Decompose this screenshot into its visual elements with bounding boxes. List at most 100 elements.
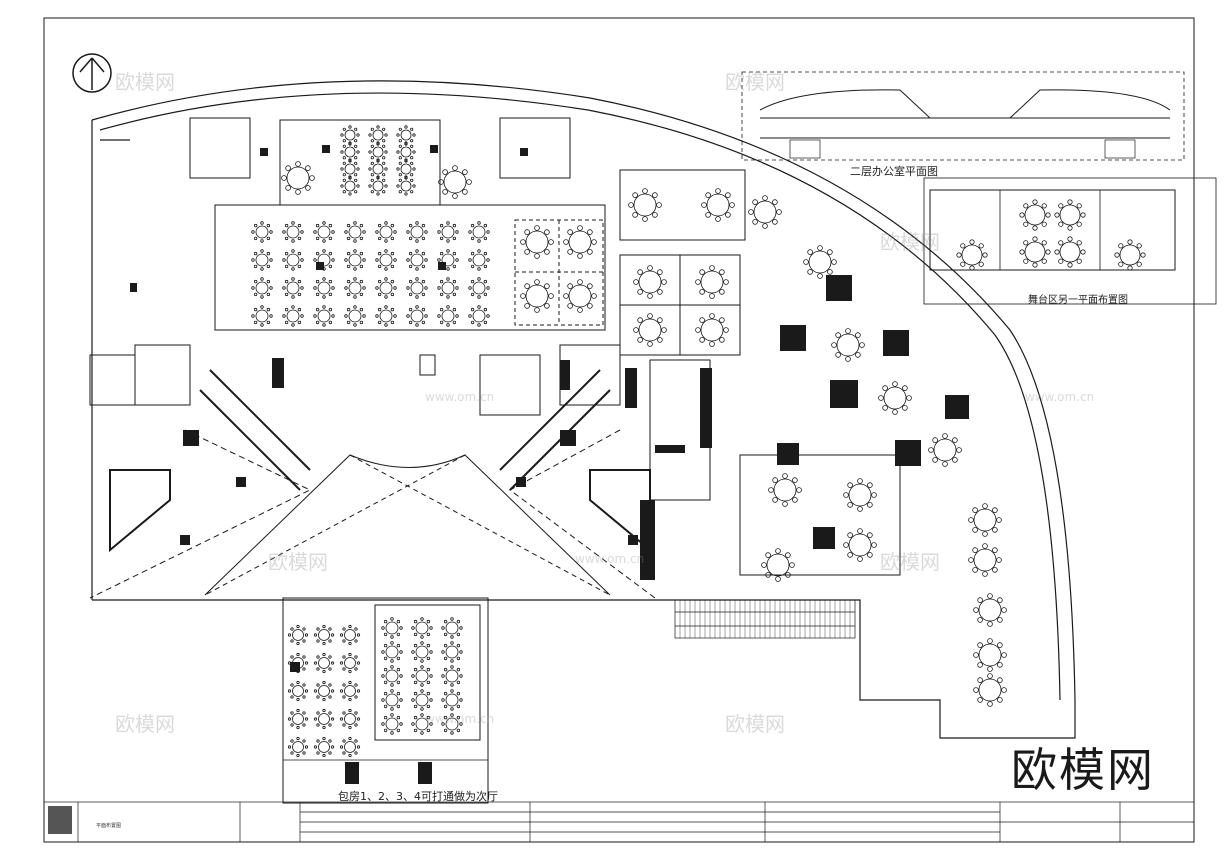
round-table	[520, 225, 554, 259]
inset-office-plan	[741, 71, 1185, 161]
round-table	[843, 528, 877, 562]
round-table	[381, 713, 403, 735]
round-table	[287, 708, 309, 730]
banquet-tables-main	[251, 125, 490, 327]
round-table	[396, 142, 416, 162]
round-table	[251, 249, 273, 271]
structural-column	[628, 535, 638, 545]
round-table	[563, 279, 597, 313]
round-table	[340, 176, 360, 196]
round-table	[968, 543, 1002, 577]
watermark: 欧模网	[268, 550, 328, 574]
round-table	[411, 713, 433, 735]
round-table	[1114, 239, 1146, 271]
round-table	[375, 221, 397, 243]
round-table	[928, 433, 962, 467]
structural-column	[826, 275, 852, 301]
atrium	[89, 429, 656, 599]
caption-private-rooms: 包房1、2、3、4可打通做为次厅	[338, 790, 498, 803]
round-table	[437, 277, 459, 299]
structural-column	[560, 430, 576, 446]
round-table	[406, 305, 428, 327]
round-table	[344, 277, 366, 299]
round-table	[340, 159, 360, 179]
round-table	[339, 736, 361, 758]
round-table	[441, 689, 463, 711]
round-table	[1054, 199, 1086, 231]
round-table	[339, 708, 361, 730]
round-table	[287, 652, 309, 674]
round-table	[1019, 199, 1051, 231]
round-table	[313, 652, 335, 674]
round-table	[411, 617, 433, 639]
round-table	[313, 221, 335, 243]
round-table	[313, 708, 335, 730]
round-table	[956, 239, 988, 271]
watermark-url: www.om.cn	[575, 552, 645, 566]
round-table	[468, 305, 490, 327]
diagonal-walls	[109, 369, 651, 553]
structural-column	[780, 325, 806, 351]
structural-column	[655, 445, 685, 453]
round-table	[701, 188, 735, 222]
round-table	[381, 665, 403, 687]
company-logo-icon	[48, 806, 72, 834]
private-room-tables	[281, 161, 1007, 707]
round-table	[340, 142, 360, 162]
round-table	[313, 680, 335, 702]
structural-columns	[130, 145, 969, 784]
round-table	[441, 665, 463, 687]
round-table	[344, 249, 366, 271]
round-table	[441, 713, 463, 735]
structural-column	[438, 262, 446, 270]
round-table	[396, 125, 416, 145]
round-table	[695, 265, 729, 299]
round-table	[368, 142, 388, 162]
round-table	[396, 176, 416, 196]
round-table	[340, 125, 360, 145]
structural-column	[625, 368, 637, 408]
watermark: 欧模网	[725, 712, 785, 736]
round-table	[973, 638, 1007, 672]
round-table	[381, 617, 403, 639]
building-outline	[91, 80, 1076, 739]
round-table	[803, 245, 837, 279]
round-table	[768, 473, 802, 507]
round-table	[251, 277, 273, 299]
round-table	[437, 221, 459, 243]
round-table	[281, 161, 315, 195]
structural-column	[316, 262, 324, 270]
round-table	[313, 624, 335, 646]
round-table	[441, 641, 463, 663]
structural-column	[895, 440, 921, 466]
round-table	[633, 265, 667, 299]
watermark-url: www.om.cn	[425, 712, 495, 726]
round-table	[339, 680, 361, 702]
structural-column	[700, 368, 712, 448]
round-table	[468, 277, 490, 299]
structural-column	[640, 500, 655, 580]
round-table	[313, 277, 335, 299]
structural-column	[830, 380, 858, 408]
round-table	[287, 736, 309, 758]
round-table	[411, 665, 433, 687]
round-table	[251, 305, 273, 327]
structural-column	[180, 535, 190, 545]
structural-column	[418, 762, 432, 784]
round-table	[761, 548, 795, 582]
round-table	[973, 593, 1007, 627]
north-arrow-icon	[72, 53, 112, 93]
round-table	[282, 249, 304, 271]
round-table	[973, 673, 1007, 707]
round-table	[1054, 236, 1086, 268]
round-table	[468, 249, 490, 271]
structural-column	[777, 443, 799, 465]
watermark: 欧模网	[880, 230, 940, 254]
structural-column	[345, 762, 359, 784]
structural-column	[183, 430, 199, 446]
watermark: 欧模网	[880, 550, 940, 574]
structural-column	[813, 527, 835, 549]
round-table	[287, 624, 309, 646]
round-table	[695, 313, 729, 347]
